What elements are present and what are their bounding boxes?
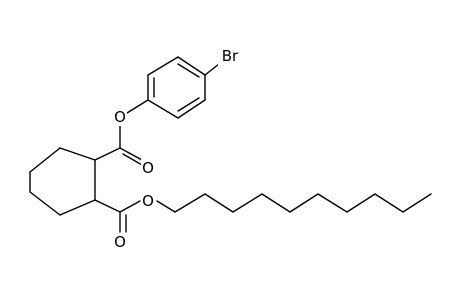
lower-ester-group — [94, 199, 141, 233]
phenyl-bond-3 — [177, 56, 206, 76]
ring-bond-5 — [59, 199, 96, 216]
aryl-ester-oxygen-label-background — [113, 108, 127, 126]
phenyl-bond-6 — [147, 99, 179, 119]
phenyl-to-bromine-bond — [204, 63, 220, 76]
ring-to-lower-carbonyl-bond — [94, 199, 121, 213]
decyl-chain-bonds — [156, 193, 432, 213]
bromine-label: Br — [222, 47, 239, 65]
ring-to-upper-carbonyl-bond — [94, 147, 121, 161]
decyl-ester-oxygen-label-background — [141, 192, 155, 210]
aryl-ester-oxygen-label: O — [114, 108, 126, 126]
lower-carbonyl-oxygen-label: O — [114, 233, 126, 251]
atom-labels: Br O O O O — [113, 44, 242, 251]
upper-carbonyl-oxygen-label-background — [141, 159, 155, 177]
phenyl-bond-5 — [177, 99, 206, 119]
upper-ester-group — [94, 99, 149, 166]
upper-carbonyl-oxygen-label: O — [142, 159, 154, 177]
ring-bond-2 — [29, 147, 61, 173]
lower-carbonyl-to-oxygen-bond — [119, 200, 141, 213]
decyl-ester-oxygen-label: O — [142, 192, 154, 210]
decyl-chain — [156, 193, 432, 213]
cyclohexane-ring — [29, 147, 96, 216]
bromine-label-background — [218, 44, 242, 66]
upper-carbonyl-double-bond-b — [122, 153, 143, 166]
phenyl-inner-bond-3 — [177, 97, 200, 112]
ring-bond-1 — [59, 147, 96, 161]
bromophenyl-ring — [147, 56, 220, 119]
phenyl-inner-bond-2 — [177, 63, 200, 78]
upper-carbonyl-double-bond-a — [119, 147, 143, 161]
oxygen-to-phenyl-bond — [126, 99, 149, 114]
phenyl-bond-2 — [147, 56, 179, 76]
ring-bond-4 — [29, 191, 61, 216]
lower-carbonyl-oxygen-label-background — [113, 233, 127, 251]
